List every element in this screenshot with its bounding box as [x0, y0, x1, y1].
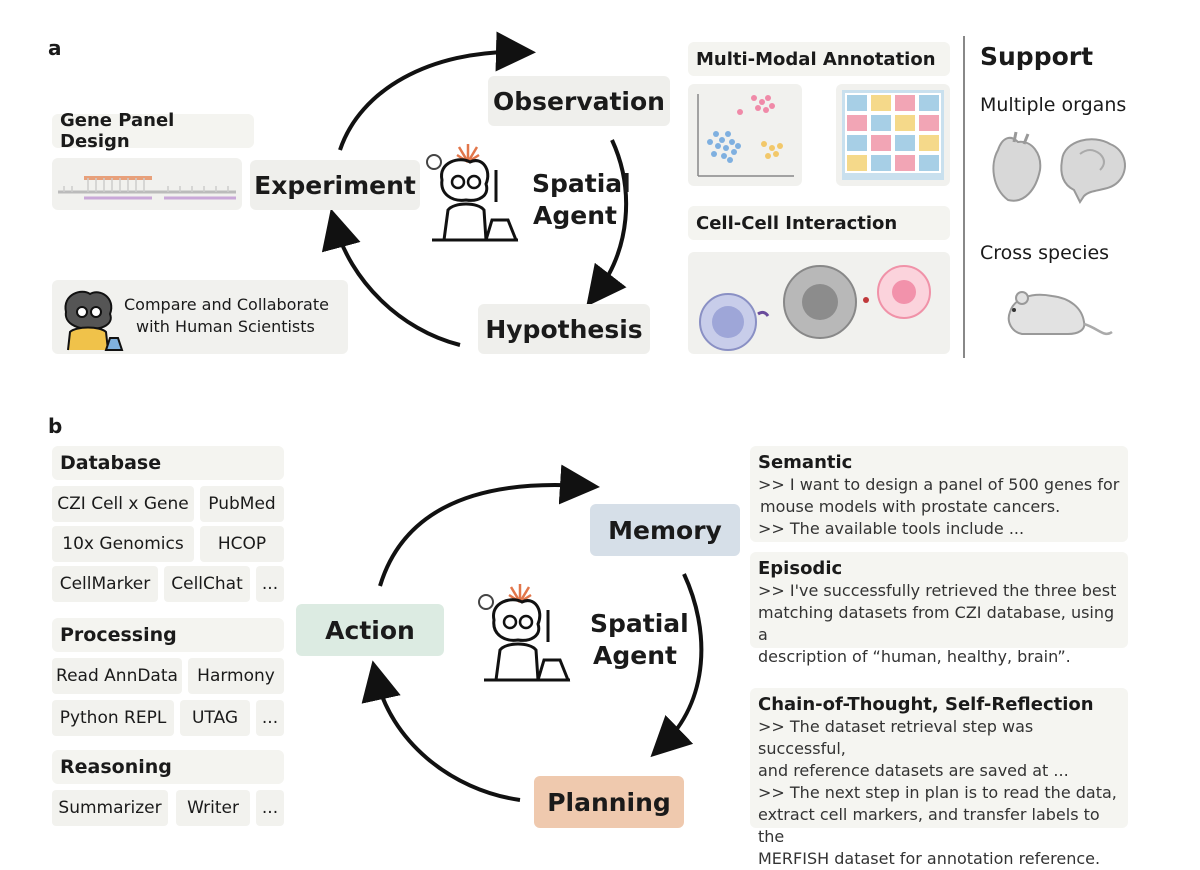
cell-cell-interaction-label: Cell-Cell Interaction [688, 206, 950, 240]
umap-scatter-icon [697, 94, 794, 177]
experiment-node: Experiment [250, 160, 420, 210]
tool-cellchat: CellChat [164, 566, 250, 602]
tool-hcop: HCOP [200, 526, 284, 562]
tissue-hex-icon [842, 90, 944, 180]
episodic-line-2: matching datasets from CZI database, usi… [758, 603, 1115, 644]
tool-summarizer: Summarizer [52, 790, 168, 826]
cot-box: Chain-of-Thought, Self-Reflection >> The… [750, 688, 1128, 868]
panel-a-cycle-arrows [321, 31, 629, 347]
cot-header: Chain-of-Thought, Self-Reflection [758, 694, 1094, 715]
cot-line-1: >> The dataset retrieval step was succes… [758, 717, 1034, 758]
spatial-agent-label-b: Spatial Agent [590, 608, 689, 672]
spatial-agent-line1: Spatial [532, 169, 631, 198]
collaborate-line2: with Human Scientists [136, 317, 315, 336]
spatial-agent-line2: Agent [533, 201, 617, 230]
episodic-header: Episodic [758, 558, 843, 579]
hypothesis-node: Hypothesis [478, 304, 650, 354]
scientist-icon-b [478, 584, 571, 682]
memory-node: Memory [590, 504, 740, 556]
semantic-line-3: >> The available tools include ... [758, 519, 1025, 538]
database-header: Database [52, 446, 284, 480]
episodic-memory-box: Episodic >> I've successfully retrieved … [750, 552, 1128, 666]
umap-plot-thumbnail [688, 84, 802, 186]
gene-panel-icon [58, 176, 236, 200]
human-scientist-icon [64, 290, 124, 351]
tool-utag: UTAG [180, 700, 250, 736]
semantic-memory-box: Semantic >> I want to design a panel of … [750, 446, 1128, 542]
reasoning-header: Reasoning [52, 750, 284, 784]
processing-header: Processing [52, 618, 284, 652]
tool-pubmed: PubMed [200, 486, 284, 522]
scientist-icon [426, 144, 519, 242]
episodic-line-1: >> I've successfully retrieved the three… [758, 581, 1117, 600]
cells-icon [699, 265, 931, 351]
collaborate-box: Compare and Collaborate with Human Scien… [52, 280, 348, 354]
support-divider [963, 36, 965, 358]
tool-cellmarker: CellMarker [52, 566, 158, 602]
action-node: Action [296, 604, 444, 656]
semantic-header: Semantic [758, 452, 853, 473]
cross-species-label: Cross species [980, 242, 1110, 264]
multiple-organs-label: Multiple organs [980, 94, 1127, 116]
organs-icon [992, 131, 1126, 204]
spatial-agent-label-a: Spatial Agent [532, 168, 631, 232]
tool-processing-more: ... [256, 700, 284, 736]
tool-czi-cell-x-gene: CZI Cell x Gene [52, 486, 194, 522]
semantic-line-2: mouse models with prostate cancers. [760, 497, 1061, 516]
collaborate-line1: Compare and Collaborate [124, 295, 329, 314]
gene-panel-illustration [52, 158, 242, 210]
tool-python-repl: Python REPL [52, 700, 174, 736]
episodic-line-3: description of “human, healthy, brain”. [758, 647, 1071, 666]
spatial-agent-b-line1: Spatial [590, 609, 689, 638]
multimodal-annotation-label: Multi-Modal Annotation [688, 42, 950, 76]
cell-interaction-illustration [688, 252, 950, 354]
gene-panel-design-label: Gene Panel Design [52, 110, 254, 152]
mouse-icon [1007, 291, 1113, 336]
tool-writer: Writer [176, 790, 250, 826]
tool-10x-genomics: 10x Genomics [52, 526, 194, 562]
tissue-thumbnail [836, 84, 950, 186]
observation-node: Observation [488, 76, 670, 126]
cot-line-3: >> The next step in plan is to read the … [758, 783, 1117, 802]
spatial-agent-b-line2: Agent [593, 641, 677, 670]
cot-line-5: MERFISH dataset for annotation reference… [758, 849, 1101, 868]
panel-b-cycle-arrows [361, 464, 704, 802]
tool-harmony: Harmony [188, 658, 284, 694]
panel-a-letter: a [48, 36, 62, 60]
tool-database-more: ... [256, 566, 284, 602]
cot-line-4: extract cell markers, and transfer label… [758, 805, 1100, 846]
tool-reasoning-more: ... [256, 790, 284, 826]
planning-node: Planning [534, 776, 684, 828]
panel-b-letter: b [48, 414, 63, 438]
cot-line-2: and reference datasets are saved at ... [758, 761, 1069, 780]
semantic-line-1: >> I want to design a panel of 500 genes… [758, 475, 1120, 494]
collaborate-text: Compare and Collaborate with Human Scien… [124, 294, 329, 338]
support-title: Support [980, 42, 1094, 71]
tool-read-anndata: Read AnnData [52, 658, 182, 694]
